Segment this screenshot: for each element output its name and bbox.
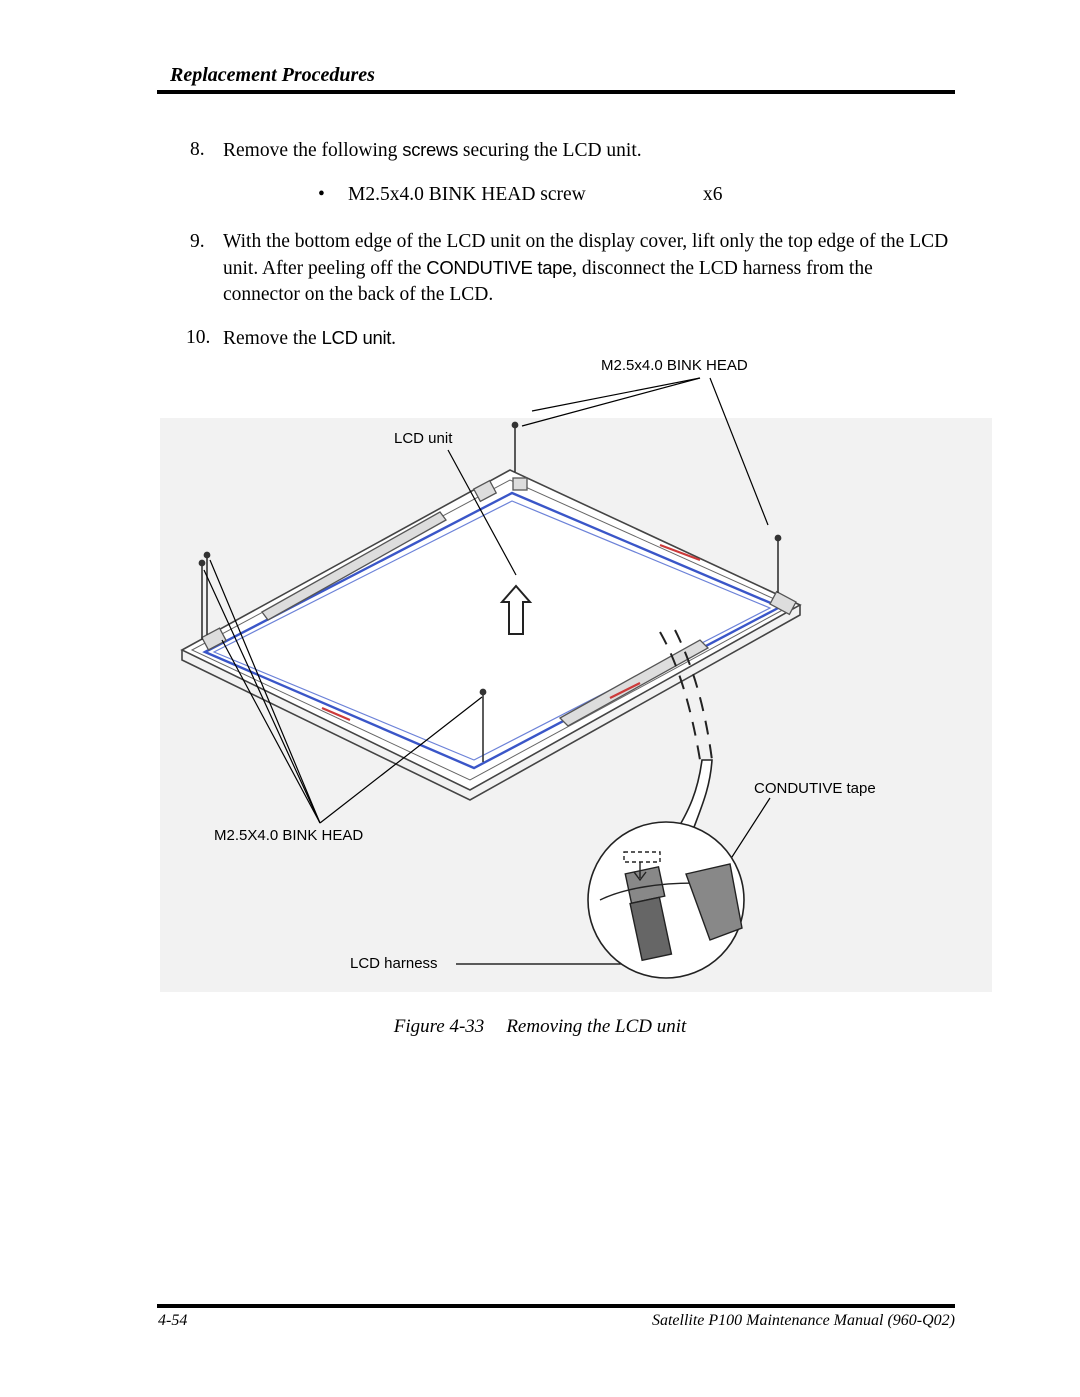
step-9-text-post: , disconnect the LCD harness from the co… <box>223 258 873 305</box>
lift-arrow-icon <box>499 584 533 635</box>
label-screw-bottom: M2.5X4.0 BINK HEAD <box>214 827 364 844</box>
label-lcd-harness: LCD harness <box>350 955 438 972</box>
leader-lines <box>203 377 771 965</box>
manual-title: Satellite P100 Maintenance Manual (960-Q… <box>651 1312 955 1329</box>
step-10-text: Remove the LCD unit. <box>223 325 396 352</box>
step-10-text-post: . <box>391 328 397 349</box>
step-8-text: Remove the following screws securing the… <box>223 137 642 164</box>
step-9-bold: CONDUTIVE tape <box>426 257 573 278</box>
page-number: 4-54 <box>158 1312 188 1329</box>
connector-detail <box>599 851 743 962</box>
screw-quantity: x6 <box>703 184 723 205</box>
step-9-text-pre: With the bottom edge of the LCD unit on … <box>223 231 949 279</box>
step-10-bold: LCD unit <box>321 327 392 348</box>
label-conductive-tape: CONDUTIVE tape <box>754 780 876 797</box>
header-rule <box>157 90 955 94</box>
section-title: Replacement Procedures <box>170 64 375 86</box>
hinge-details <box>201 477 797 727</box>
step-9-number: 9. <box>190 231 205 252</box>
step-8-number: 8. <box>190 139 205 160</box>
step-10-number: 10. <box>186 327 211 348</box>
bullet-icon: • <box>318 184 325 205</box>
harness-path <box>659 629 713 761</box>
figure-title: Removing the LCD unit <box>506 1016 687 1037</box>
step-8-text-pre: Remove the following <box>223 140 403 161</box>
step-8-text-post: securing the LCD unit. <box>458 140 642 161</box>
figure-caption: Figure 4-33 Removing the LCD unit <box>0 1016 1080 1038</box>
label-lcd-unit: LCD unit <box>394 430 453 447</box>
step-8-bold: screws <box>402 139 459 160</box>
tape-strips <box>321 543 701 722</box>
display-cover <box>180 469 802 801</box>
label-screw-top: M2.5x4.0 BINK HEAD <box>601 357 748 374</box>
footer-rule <box>157 1304 955 1308</box>
screw-icons <box>198 421 782 762</box>
screw-spec: M2.5x4.0 BINK HEAD screw <box>348 184 586 205</box>
step-9-text: With the bottom edge of the LCD unit on … <box>223 229 953 308</box>
step-10-text-pre: Remove the <box>223 328 322 349</box>
figure-number: Figure 4-33 <box>393 1016 485 1037</box>
